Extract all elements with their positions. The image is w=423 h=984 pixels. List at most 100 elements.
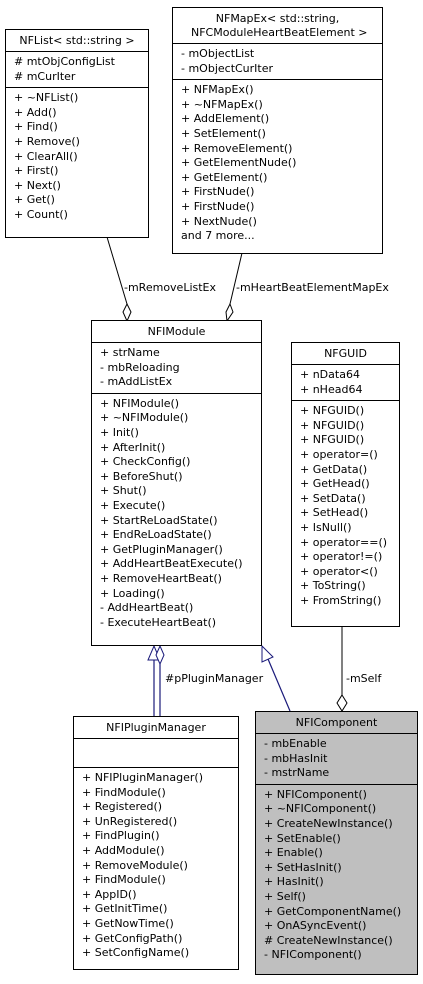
attribute-item: - mObjectList	[181, 47, 255, 60]
method-item: + UnRegistered()	[82, 814, 178, 828]
class-title: NFMapEx< std::string, NFCModuleHeartBeat…	[173, 8, 382, 44]
method-item: + RemoveModule()	[82, 858, 188, 872]
method-item: + OnASyncEvent()	[264, 919, 367, 933]
method-item: + Execute()	[100, 498, 166, 512]
method-item: + ~NFIComponent()	[264, 802, 377, 816]
method-item: + Next()	[14, 178, 61, 192]
method-item: + NextNude()	[181, 214, 257, 228]
edge-label-heartbeat-map: -mHeartBeatElementMapEx	[236, 281, 389, 294]
methods: + ~NFList()+ Add()+ Find()+ Remove()+ Cl…	[6, 88, 148, 225]
method-item: + GetConfigPath()	[82, 931, 183, 945]
method-item: + GetPluginManager()	[100, 542, 223, 556]
method-item: + GetComponentName()	[264, 904, 402, 918]
class-title: NFList< std::string >	[6, 30, 148, 52]
attributes: - mObjectList- mObjectCurIter	[173, 44, 382, 81]
method-item: + Enable()	[264, 846, 323, 860]
edge-label-self: -mSelf	[346, 672, 382, 685]
method-item: + GetNowTime()	[82, 916, 174, 930]
attributes: + nData64+ nHead64	[292, 365, 399, 402]
method-item: + operator=()	[300, 447, 378, 461]
attributes: + strName- mbReloading- mAddListEx	[92, 343, 261, 394]
method-item: + NFGUID()	[300, 418, 365, 432]
method-item: + NFIComponent()	[264, 787, 367, 801]
diamond-plugin-manager	[155, 644, 165, 666]
method-item: + Init()	[100, 425, 139, 439]
class-nfmapex[interactable]: NFMapEx< std::string, NFCModuleHeartBeat…	[172, 7, 383, 254]
class-title: NFIComponent	[256, 712, 417, 734]
attribute-item: - mbEnable	[264, 737, 327, 750]
method-item: + SetData()	[300, 491, 366, 505]
method-item: + Self()	[264, 889, 306, 903]
method-item: + FindModule()	[82, 785, 166, 799]
methods: + NFIPluginManager()+ FindModule()+ Regi…	[74, 768, 238, 964]
method-item: + CheckConfig()	[100, 455, 191, 469]
attribute-item: + strName	[100, 346, 160, 359]
method-item: + First()	[14, 164, 59, 178]
method-item: + RemoveHeartBeat()	[100, 571, 222, 585]
attributes: - mbEnable- mbHasInit- mstrName	[256, 734, 417, 785]
method-item: + HasInit()	[264, 875, 324, 889]
method-item: + Add()	[14, 105, 57, 119]
attribute-item: - mObjectCurIter	[181, 61, 274, 75]
edge-heartbeat-map	[229, 252, 243, 305]
method-item: + NFIPluginManager()	[82, 771, 203, 784]
method-item: + AppID()	[82, 887, 137, 901]
methods: + NFIComponent()+ ~NFIComponent()+ Creat…	[256, 785, 417, 966]
class-nficomponent[interactable]: NFIComponent - mbEnable- mbHasInit- mstr…	[255, 711, 418, 975]
arrow-component-inherit	[261, 644, 274, 663]
method-item: + GetElementNude()	[181, 156, 297, 170]
diamond-remove-list	[122, 302, 132, 323]
method-item: + SetHasInit()	[264, 860, 342, 874]
methods: + NFIModule()+ ~NFIModule()+ Init()+ Aft…	[92, 394, 261, 634]
method-item: + FindPlugin()	[82, 829, 160, 843]
method-item: + EndReLoadState()	[100, 528, 212, 542]
method-item: + operator==()	[300, 535, 388, 549]
method-item: + Shut()	[100, 484, 147, 498]
attribute-item: + nData64	[300, 368, 360, 381]
method-item: + GetElement()	[181, 170, 268, 184]
method-item: + FromString()	[300, 593, 382, 607]
method-item: + NFGUID()	[300, 404, 365, 418]
method-item: + Remove()	[14, 134, 80, 148]
diamond-heartbeat-map	[225, 302, 234, 323]
edge-label-remove-list: -mRemoveListEx	[124, 281, 217, 294]
method-item: + Count()	[14, 207, 68, 221]
method-item: and 7 more...	[181, 229, 255, 243]
method-item: + SetHead()	[300, 506, 369, 520]
method-item: + SetEnable()	[264, 831, 341, 845]
method-item: + NFGUID()	[300, 433, 365, 447]
class-title: NFIModule	[92, 321, 261, 343]
method-item: + Get()	[14, 193, 55, 207]
edge-label-plugin-manager: #pPluginManager	[165, 672, 264, 685]
class-nfimodule[interactable]: NFIModule + strName- mbReloading- mAddLi…	[91, 320, 262, 646]
method-item: + ~NFList()	[14, 91, 79, 105]
diamond-self	[336, 694, 348, 712]
method-item: + ~NFIModule()	[100, 411, 189, 425]
attributes: # mtObjConfigList# mCurIter	[6, 52, 148, 89]
method-item: - NFIComponent()	[264, 948, 362, 962]
methods: + NFMapEx()+ ~NFMapEx()+ AddElement()+ S…	[173, 80, 382, 247]
method-item: + FirstNude()	[181, 185, 255, 199]
method-item: - ExecuteHeartBeat()	[100, 615, 217, 629]
method-item: + GetData()	[300, 462, 368, 476]
class-nflist[interactable]: NFList< std::string > # mtObjConfigList#…	[5, 29, 149, 238]
edge-remove-list	[106, 236, 128, 305]
method-item: + IsNull()	[300, 520, 352, 534]
method-item: + FirstNude()	[181, 199, 255, 213]
method-item: + FindModule()	[82, 873, 166, 887]
method-item: + operator!=()	[300, 550, 383, 564]
class-nfguid[interactable]: NFGUID + nData64+ nHead64 + NFGUID()+ NF…	[291, 342, 400, 627]
method-item: + AfterInit()	[100, 440, 166, 454]
attribute-item: # mCurIter	[14, 69, 76, 83]
class-title: NFGUID	[292, 343, 399, 365]
class-nfipluginmanager[interactable]: NFIPluginManager + NFIPluginManager()+ F…	[73, 716, 239, 970]
method-item: + NFIModule()	[100, 396, 180, 410]
method-item: + ClearAll()	[14, 149, 78, 163]
attribute-item: - mstrName	[264, 766, 330, 780]
method-item: + AddElement()	[181, 112, 270, 126]
edge-component-inherit	[267, 658, 291, 712]
method-item: + BeforeShut()	[100, 469, 183, 483]
method-item: + Find()	[14, 120, 58, 134]
method-item: # CreateNewInstance()	[264, 933, 393, 947]
